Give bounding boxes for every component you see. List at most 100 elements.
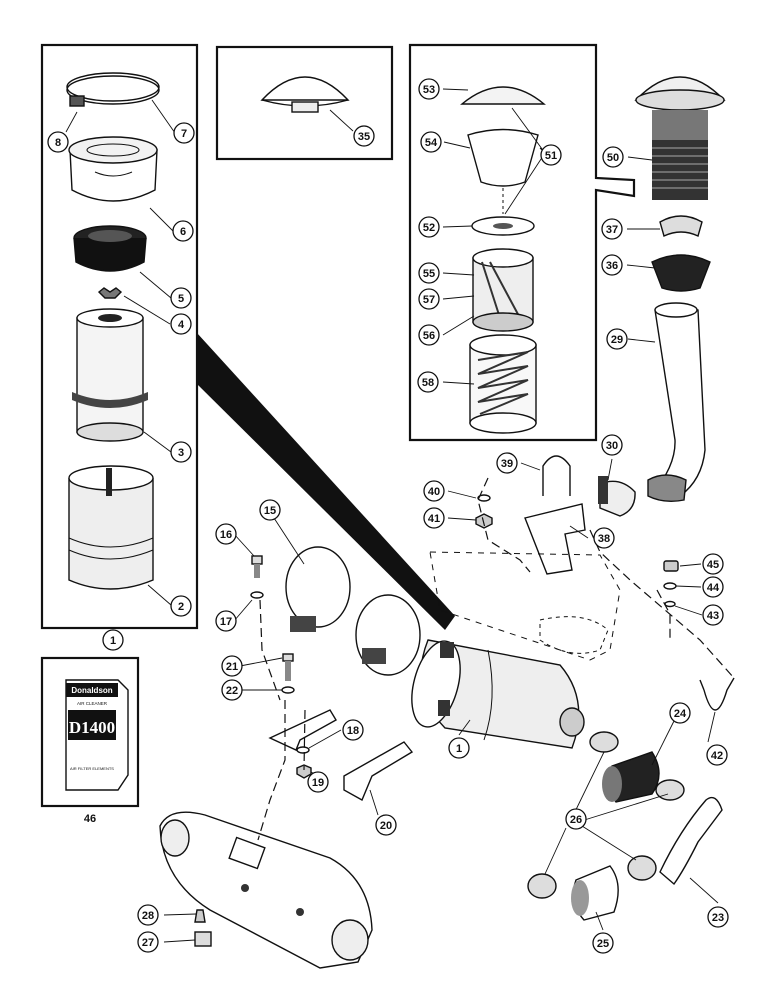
- callout-circle-27: [137, 931, 159, 953]
- callout-circle-2: [170, 595, 192, 617]
- callout-number-35: 35: [358, 131, 370, 143]
- nuts-43-45: [663, 560, 679, 608]
- callout-7: 7: [173, 122, 195, 144]
- inset-box-filter-pack: [40, 656, 140, 808]
- callout-number-16: 16: [220, 529, 232, 541]
- hose-25: [571, 865, 619, 921]
- callout-35: 35: [353, 125, 375, 147]
- filter-element: [72, 308, 148, 442]
- callout-circle-42: [706, 744, 728, 766]
- callout-circle-18: [342, 719, 364, 741]
- callout-36: 36: [601, 254, 623, 276]
- callout-circle-51: [540, 144, 562, 166]
- callout-circle-54: [420, 131, 442, 153]
- callout-number-45: 45: [707, 559, 719, 571]
- callout-circle-25: [592, 932, 614, 954]
- callout-circle-50: [602, 146, 624, 168]
- callout-43: 43: [702, 604, 724, 626]
- hose-clamp-37: [659, 215, 703, 237]
- callout-number-50: 50: [607, 152, 619, 164]
- intake-tube-29: [647, 302, 706, 503]
- callout-circle-5: [170, 287, 192, 309]
- band-clamps-15: [285, 546, 421, 676]
- callout-21: 21: [221, 655, 243, 677]
- callout-circle-58: [417, 371, 439, 393]
- callout-circle-53: [418, 78, 440, 100]
- callout-54: 54: [420, 131, 442, 153]
- callout-number-7: 7: [181, 128, 187, 140]
- callout-circle-29: [606, 328, 628, 350]
- callout-circle-44: [702, 576, 724, 598]
- hose-24: [602, 751, 660, 803]
- callout-18: 18: [342, 719, 364, 741]
- view-wedge: [197, 333, 455, 630]
- box-label-46-text: 46: [84, 813, 96, 825]
- callout-circle-1: [448, 737, 470, 759]
- callout-number-19: 19: [312, 777, 324, 789]
- callout-15: 15: [259, 499, 281, 521]
- callout-circle-35: [353, 125, 375, 147]
- callout-16: 16: [215, 523, 237, 545]
- bolt-21-washer-22: [281, 653, 295, 694]
- inset-box-precleaner: [408, 43, 636, 442]
- callout-number-52: 52: [423, 222, 435, 234]
- callout-number-51: 51: [545, 150, 557, 162]
- rubber-cap-36: [651, 254, 711, 292]
- callout-circle-28: [137, 904, 159, 926]
- callout-number-26: 26: [570, 814, 582, 826]
- filter-sub1: AIR CLEANER: [77, 701, 108, 706]
- box-label-46: 46: [84, 813, 96, 825]
- callout-38: 38: [593, 527, 615, 549]
- callout-circle-3: [170, 441, 192, 463]
- callout-circle-40: [423, 480, 445, 502]
- callout-circle-30: [601, 434, 623, 456]
- callout-circle-23: [707, 906, 729, 928]
- callout-37: 37: [601, 218, 623, 240]
- callout-number-38: 38: [598, 533, 610, 545]
- filter-sub2: AIR FILTER ELEMENTS: [70, 766, 114, 771]
- callout-52: 52: [418, 216, 440, 238]
- callout-39: 39: [496, 452, 518, 474]
- callout-number-5: 5: [178, 293, 184, 305]
- callout-circle-7: [173, 122, 195, 144]
- callout-55: 55: [418, 262, 440, 284]
- filter-package-46: Donaldson AIR CLEANER D1400 AIR FILTER E…: [65, 679, 129, 791]
- callout-number-3: 3: [178, 447, 184, 459]
- wing-nut: [97, 287, 123, 299]
- frame-rail-sketch: [429, 551, 621, 661]
- dash-path-2: [589, 529, 735, 679]
- callout-number-23: 23: [712, 912, 724, 924]
- bracket-parts-18-19: [268, 709, 337, 779]
- cover: [68, 136, 158, 202]
- hose-23: [659, 796, 723, 886]
- box-label-1-text: 1: [110, 635, 116, 647]
- callout-number-43: 43: [707, 610, 719, 622]
- callout-circle-36: [601, 254, 623, 276]
- callout-26: 26: [565, 808, 587, 830]
- bracket-38: [524, 503, 586, 575]
- callout-number-44: 44: [707, 582, 720, 594]
- callout-2: 2: [170, 595, 192, 617]
- callout-20: 20: [375, 814, 397, 836]
- clamp-ring: [66, 72, 160, 107]
- callout-40: 40: [423, 480, 445, 502]
- callout-number-27: 27: [142, 937, 154, 949]
- cleaner-body: [68, 465, 154, 590]
- dash-path-1: [477, 477, 531, 573]
- callout-number-57: 57: [423, 294, 435, 306]
- callout-44: 44: [702, 576, 724, 598]
- callout-number-29: 29: [611, 334, 623, 346]
- callout-41: 41: [423, 507, 445, 529]
- callout-circle-43: [702, 604, 724, 626]
- callout-57: 57: [418, 288, 440, 310]
- callout-45: 45: [702, 553, 724, 575]
- callout-50: 50: [602, 146, 624, 168]
- dash-path-3: [656, 589, 671, 640]
- callout-number-54: 54: [425, 137, 438, 149]
- callout-53: 53: [418, 78, 440, 100]
- callout-number-6: 6: [180, 226, 186, 238]
- box-label-1: 1: [102, 629, 124, 651]
- callout-58: 58: [417, 371, 439, 393]
- callout-28: 28: [137, 904, 159, 926]
